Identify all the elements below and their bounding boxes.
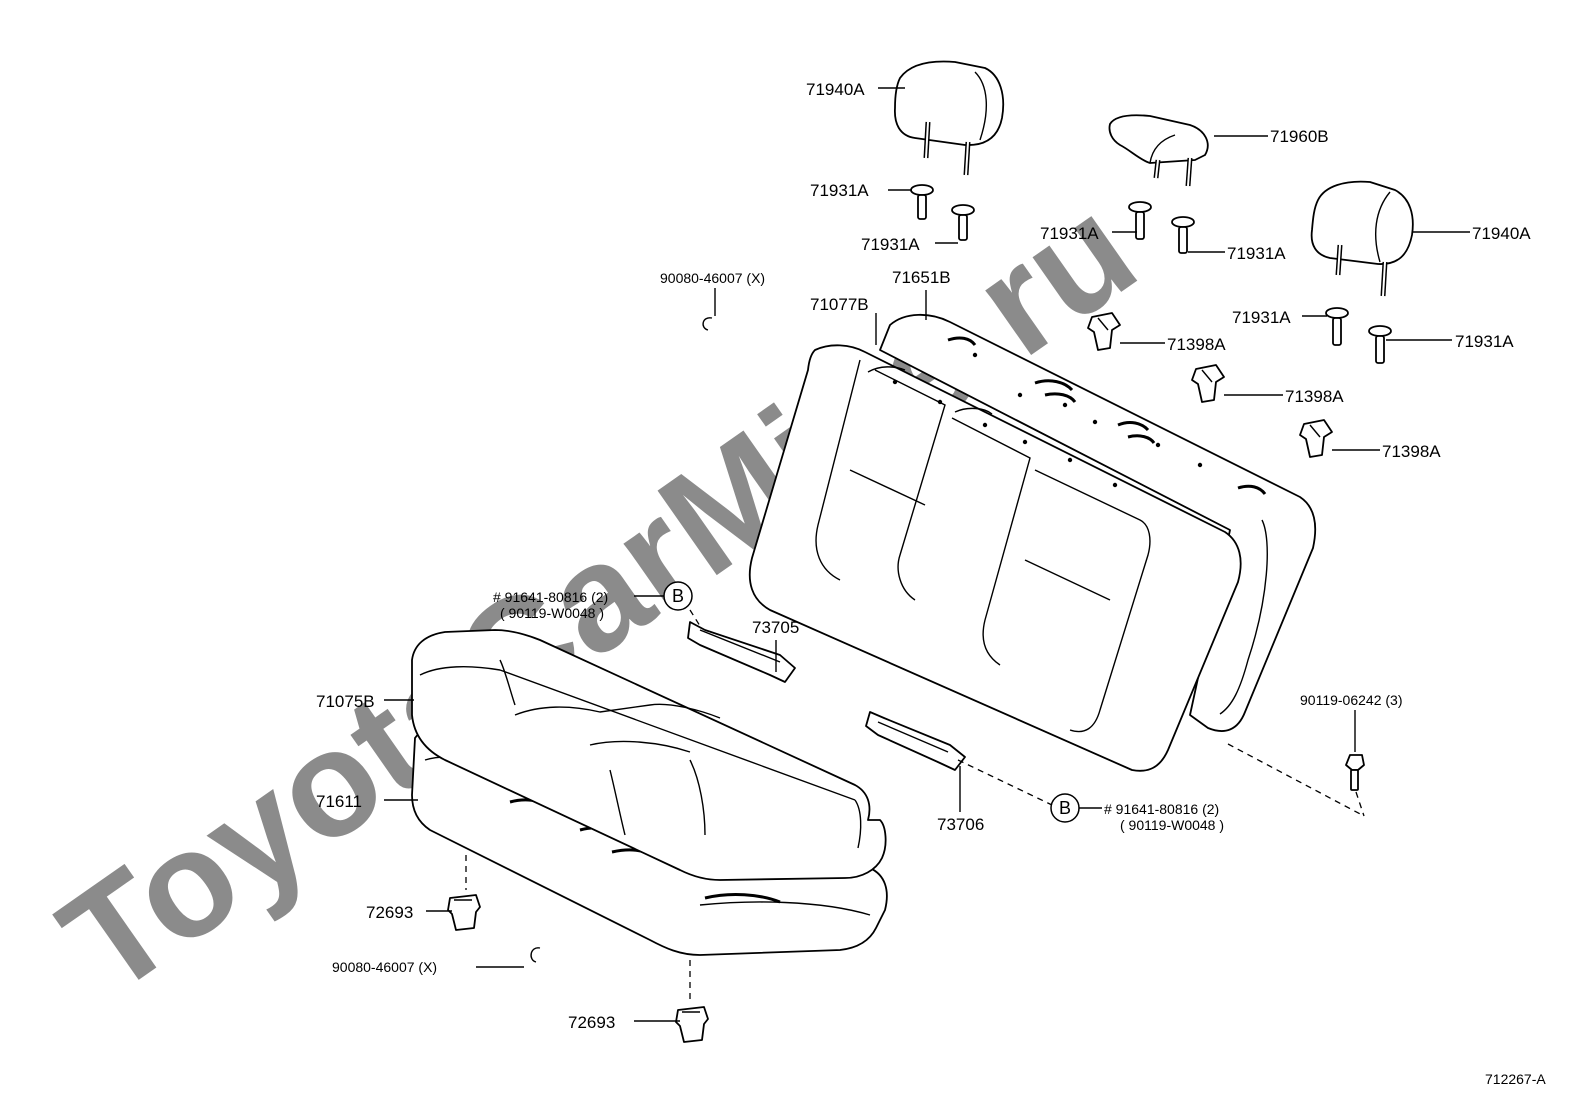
- label-bolt-right: 90119-06242 (3): [1300, 692, 1402, 708]
- callout-b-top-letter: B: [672, 586, 684, 606]
- label-bolt-top-2: ( 90119-W0048 ): [500, 605, 604, 621]
- headrest-left[interactable]: [894, 60, 1005, 176]
- label-headrest-center: 71960B: [1270, 127, 1329, 146]
- callout-b-bottom-letter: B: [1059, 798, 1071, 818]
- seat-cushion-cover[interactable]: [411, 629, 887, 881]
- bolt-90119-06242[interactable]: [1345, 754, 1365, 791]
- hog-ring-top[interactable]: [702, 317, 713, 331]
- label-hog-ring-top: 90080-46007 (X): [660, 270, 765, 286]
- dashed-guides: [465, 609, 1365, 1004]
- label-back-cover: 71077B: [810, 295, 869, 314]
- headrest-right[interactable]: [1310, 180, 1414, 297]
- seat-back-cover[interactable]: [748, 344, 1242, 772]
- label-bolt-top-1: # 91641-80816 (2): [493, 589, 608, 605]
- hog-ring-bottom[interactable]: [530, 947, 541, 963]
- hook-72693-2[interactable]: [675, 1006, 709, 1043]
- seat-belt-73705[interactable]: [687, 621, 796, 683]
- label-support-5: 71931A: [1232, 308, 1291, 327]
- label-guide-2: 71398A: [1285, 387, 1344, 406]
- headrest-support-6[interactable]: [1368, 325, 1392, 364]
- label-bolt-bottom-1: # 91641-80816 (2): [1104, 801, 1219, 817]
- headrest-guide-2[interactable]: [1191, 364, 1225, 403]
- label-hook-1: 72693: [366, 903, 413, 922]
- hook-72693-1[interactable]: [447, 894, 481, 931]
- headrest-support-2[interactable]: [951, 204, 975, 241]
- label-hog-ring-bottom: 90080-46007 (X): [332, 959, 437, 975]
- label-belt-73706: 73706: [937, 815, 984, 834]
- leader-lines: [384, 87, 1470, 1022]
- seat-belt-73706[interactable]: [865, 711, 966, 771]
- label-hook-2: 72693: [568, 1013, 615, 1032]
- label-bolt-bottom-2: ( 90119-W0048 ): [1120, 817, 1224, 833]
- label-cushion-cover: 71075B: [316, 692, 375, 711]
- label-support-1: 71931A: [810, 181, 869, 200]
- label-guide-1: 71398A: [1167, 335, 1226, 354]
- label-headrest-left: 71940A: [806, 80, 865, 99]
- label-back-pad: 71651B: [892, 268, 951, 287]
- label-guide-3: 71398A: [1382, 442, 1441, 461]
- headrest-support-1[interactable]: [910, 184, 934, 220]
- label-support-6: 71931A: [1455, 332, 1514, 351]
- headrest-guide-1[interactable]: [1087, 312, 1121, 351]
- headrest-support-5[interactable]: [1325, 307, 1349, 346]
- diagram-code: 712267-A: [1485, 1071, 1546, 1087]
- label-support-2: 71931A: [861, 235, 920, 254]
- headrest-guide-3[interactable]: [1299, 419, 1333, 458]
- seat-back-pad[interactable]: [879, 313, 1317, 732]
- headrest-support-4[interactable]: [1171, 216, 1195, 254]
- label-support-4: 71931A: [1227, 244, 1286, 263]
- headrest-support-3[interactable]: [1128, 201, 1152, 240]
- label-headrest-right: 71940A: [1472, 224, 1531, 243]
- label-belt-73705: 73705: [752, 618, 799, 637]
- label-support-3: 71931A: [1040, 224, 1099, 243]
- label-cushion-pad: 71611: [316, 792, 362, 811]
- headrest-center[interactable]: [1108, 114, 1209, 187]
